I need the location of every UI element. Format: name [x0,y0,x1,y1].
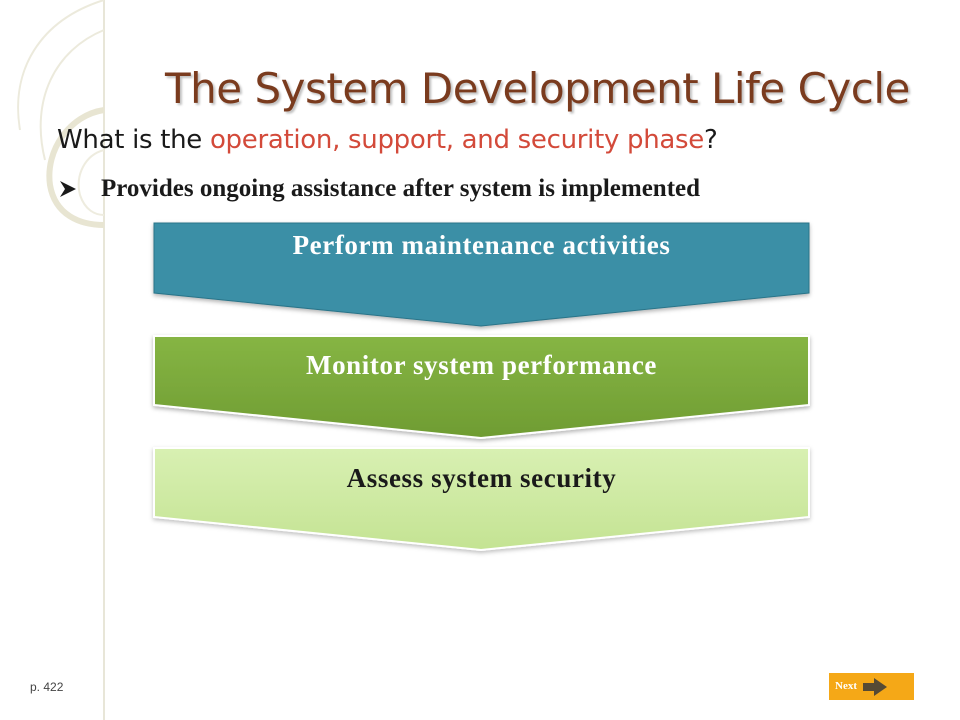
step-assess-security: Assess system security [153,447,810,553]
next-label: Next [835,680,857,692]
question-highlight: operation, support, and security phase [209,125,704,155]
step-2-label: Monitor system performance [305,350,657,380]
arrowhead-bullet-icon [57,178,79,200]
step-1-chevron-shape [153,222,810,327]
page-number: p. 422 [30,680,64,694]
next-button[interactable]: Next [829,673,914,700]
step-3-label: Assess system security [346,463,617,493]
bullet-point: Provides ongoing assistance after system… [57,175,700,203]
step-perform-maintenance: Perform maintenance activities [153,222,810,328]
step-monitor-performance: Monitor system performance [153,335,810,441]
step-2-chevron-shape [153,335,810,440]
question-text: What is the operation, support, and secu… [57,125,718,155]
decorative-background-curves [17,0,105,720]
step-1-label: Perform maintenance activities [292,230,671,260]
slide-title: The System Development Life Cycle [165,64,910,113]
question-suffix: ? [703,125,718,155]
right-arrow-icon [862,677,888,701]
step-3-chevron-shape [153,447,810,552]
bullet-text: Provides ongoing assistance after system… [101,175,701,202]
question-prefix: What is the [57,125,210,155]
